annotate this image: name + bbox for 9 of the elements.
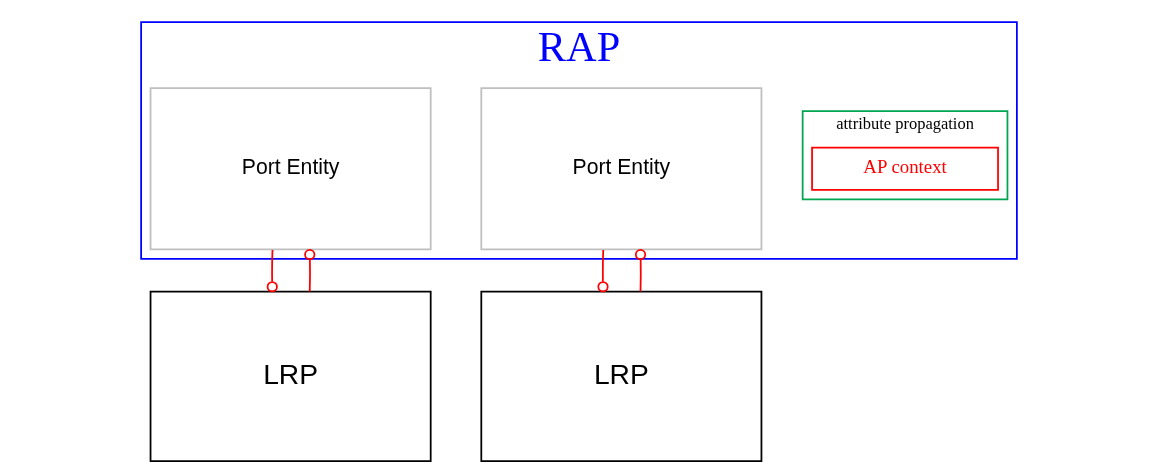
node-box: AP context	[810, 146, 999, 191]
node-box: LRP	[479, 290, 762, 463]
connector	[634, 249, 646, 293]
connector	[266, 249, 278, 293]
node-box: Port Entity	[149, 87, 432, 251]
connector	[596, 249, 609, 293]
connector	[303, 249, 315, 293]
node-box: LRP	[149, 290, 432, 463]
node-box: Port Entity	[479, 87, 762, 251]
